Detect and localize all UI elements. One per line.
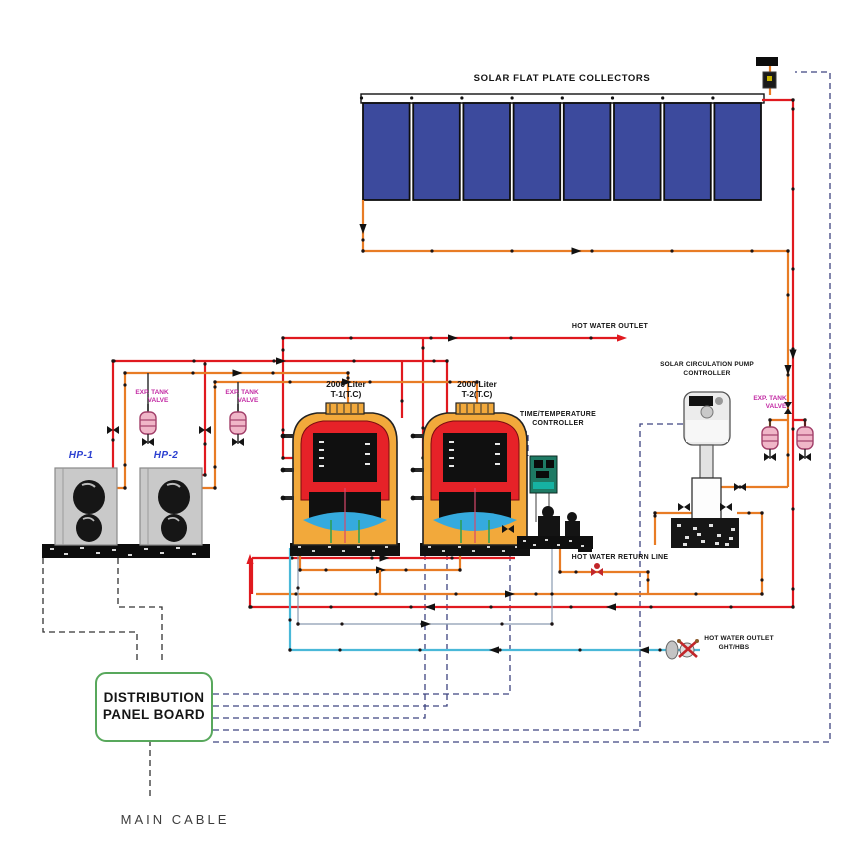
exp-tank-valve-label-3a: EXP. TANK [753,395,787,402]
air-vent [756,57,778,95]
collector-panel [412,102,461,201]
heat-pump-base [42,544,210,558]
solar-pump-controller-device [683,391,731,446]
solar-collectors-title: SOLAR FLAT PLATE COLLECTORS [473,73,651,84]
exp-tank-valve-label-2a: EXP. TANK [225,389,259,396]
distribution-panel-board: DISTRIBUTION PANEL BOARD [95,672,213,742]
ght-outlet-label-2: GHT/HBS [718,644,750,651]
expansion-tank-valve-3 [761,419,779,459]
exp-tank-valve-label-2b: VALVE [237,397,259,404]
storage-tank-t1 [280,402,400,556]
expansion-tank-valve-4 [796,419,814,459]
tank2-capacity-label: 2000 Liter [457,379,497,389]
time-temp-controller-label-2: CONTROLLER [532,420,584,427]
pump-foundation [671,518,739,548]
hot-water-outlet-label: HOT WATER OUTLET [571,323,649,330]
hot-water-outlet-valve [665,639,699,660]
expansion-tank-valve-2 [229,404,247,444]
collector-panel [562,102,612,201]
storage-tank-t2 [410,402,530,556]
panel-board-line2: PANEL BOARD [102,707,206,722]
time-temp-controller-label-1: TIME/TEMPERATURE [519,411,597,418]
tank1-id-label: T-1(T.C) [330,389,362,399]
hot-water-return-label: HOT WATER RETURN LINE [571,554,669,561]
panel-board-line1: DISTRIBUTION [103,690,205,706]
main-cable-label: MAIN CABLE [120,812,230,827]
collector-panel [462,102,511,201]
heat-pump-2 [139,467,203,546]
ght-outlet-label-1: HOT WATER OUTLET [704,635,774,642]
expansion-tank-valve-1 [139,404,157,444]
tank1-capacity-label: 2000 Liter [326,379,366,389]
exp-tank-valve-label-1a: EXP. TANK [135,389,169,396]
solar-pump-controller-label-1: SOLAR CIRCULATION PUMP [660,361,754,368]
collector-panel [512,102,562,201]
solar-pump-controller-label-2: CONTROLLER [683,370,731,377]
tank2-id-label: T-2(T.C) [461,389,493,399]
solar-collectors [359,93,765,201]
heat-pump-1 [54,467,118,546]
circulation-pump [691,444,722,521]
hp2-label: HP-2 [153,450,179,461]
piping [108,98,807,654]
time-temp-controller-device [529,455,558,494]
control-cables [42,71,831,796]
exp-tank-valve-label-1b: VALVE [147,397,169,404]
exp-tank-valve-label-3b: VALVE [765,403,787,410]
valves [107,402,811,576]
collector-panel [362,102,411,201]
hot-water-return-pump [517,506,593,552]
collector-panel [663,102,712,201]
hp1-label: HP-1 [68,450,94,461]
collector-panel [713,102,762,201]
collector-panel [613,102,662,201]
